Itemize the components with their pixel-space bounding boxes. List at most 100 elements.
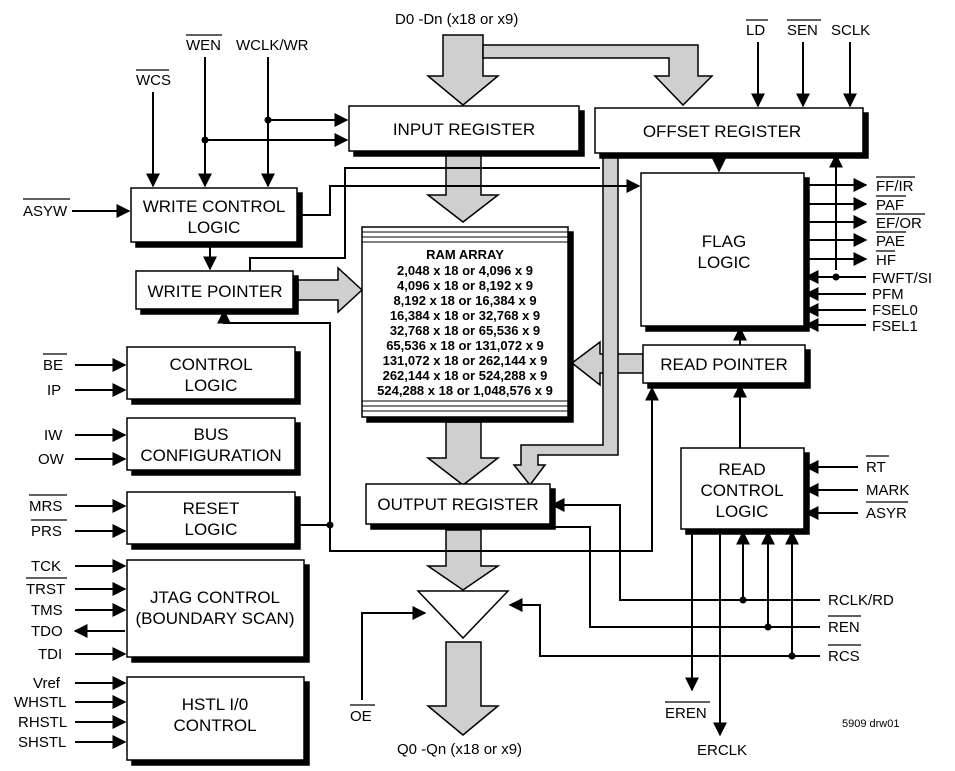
control-logic-box <box>126 346 296 400</box>
offset-register-box <box>594 107 864 154</box>
reset-logic-label-2: LOGIC <box>185 520 238 539</box>
output-register-label: OUTPUT REGISTER <box>377 495 538 514</box>
sig-sclk: SCLK <box>831 22 870 39</box>
ram-array-line: 16,384 x 18 or 32,768 x 9 <box>390 308 540 323</box>
ram-array-box <box>361 226 569 418</box>
drawing-number: 5909 drw01 <box>842 718 900 730</box>
sig-fsel0: FSEL0 <box>872 302 918 319</box>
ram-array-text: RAM ARRAY 2,048 x 18 or 4,096 x 9 4,096 … <box>377 247 553 398</box>
jtag-label-1: JTAG CONTROL <box>150 588 280 607</box>
flag-logic-label-2: LOGIC <box>698 253 751 272</box>
output-register-box <box>365 483 551 525</box>
sig-eren: EREN <box>665 705 707 722</box>
hstl-label-2: CONTROL <box>173 716 256 735</box>
input-register-box <box>348 105 580 152</box>
sig-rclk-rd: RCLK/RD <box>828 592 894 609</box>
sig-erclk: ERCLK <box>697 742 747 759</box>
sig-ow: OW <box>38 451 65 468</box>
sig-shstl: SHSTL <box>18 734 66 751</box>
sig-tdi: TDI <box>38 646 62 663</box>
offset-register-label: OFFSET REGISTER <box>643 122 801 141</box>
sig-wen: WEN <box>186 37 221 54</box>
blocks <box>126 105 869 766</box>
sig-wclk-wr: WCLK/WR <box>236 37 309 54</box>
sig-tck: TCK <box>31 558 61 575</box>
sig-rt: RT <box>866 459 886 476</box>
bus-input-to-ram <box>425 152 501 223</box>
block-labels: INPUT REGISTER OFFSET REGISTER WRITE CON… <box>135 120 801 735</box>
sig-pfm: PFM <box>872 286 904 303</box>
sig-mrs: MRS <box>29 498 62 515</box>
sig-be: BE <box>43 357 63 374</box>
sig-tdo: TDO <box>31 623 63 640</box>
jtag-control-box <box>126 559 305 658</box>
sig-ren: REN <box>828 619 860 636</box>
sig-wcs: WCS <box>136 72 171 89</box>
flag-logic-label-1: FLAG <box>702 232 746 251</box>
ram-array-line: 4,096 x 18 or 8,192 x 9 <box>397 278 533 293</box>
bus-configuration-box <box>126 417 296 471</box>
bus-offset-to-output <box>512 154 619 487</box>
sig-rhstl: RHSTL <box>18 714 67 731</box>
ram-array-line: 32,768 x 18 or 65,536 x 9 <box>390 323 540 338</box>
sig-iw: IW <box>44 427 63 444</box>
input-register-label: INPUT REGISTER <box>393 120 535 139</box>
hstl-control-box <box>126 676 305 761</box>
data-out-label: Q0 -Qn (x18 or x9) <box>397 741 522 758</box>
read-control-label-3: LOGIC <box>716 502 769 521</box>
bus-config-label-1: BUS <box>194 425 229 444</box>
sig-trst: TRST <box>26 581 65 598</box>
write-control-box <box>130 187 298 243</box>
sig-sen: SEN <box>787 22 818 39</box>
read-control-label-2: CONTROL <box>700 481 783 500</box>
write-pointer-label: WRITE POINTER <box>147 282 282 301</box>
bus-config-label-2: CONFIGURATION <box>140 446 281 465</box>
sig-pae: PAE <box>876 233 905 250</box>
jtag-label-2: (BOUNDARY SCAN) <box>135 609 294 628</box>
sig-whstl: WHSTL <box>14 694 67 711</box>
ram-array-line: 8,192 x 18 or 16,384 x 9 <box>393 293 536 308</box>
sig-fwft-si: FWFT/SI <box>872 270 932 287</box>
reset-logic-box <box>126 491 296 545</box>
signal-labels: WCS WEN WCLK/WR ASYW LD SEN SCLK FF/IR P… <box>14 22 932 759</box>
reset-logic-label-1: RESET <box>183 499 240 518</box>
sig-tms: TMS <box>31 602 63 619</box>
data-buses <box>297 34 714 736</box>
sig-mark: MARK <box>866 482 909 499</box>
ram-array-line: 2,048 x 18 or 4,096 x 9 <box>397 263 533 278</box>
sig-hf: HF <box>876 252 896 269</box>
ram-array-line: 65,536 x 18 or 131,072 x 9 <box>386 338 544 353</box>
read-control-label-1: READ <box>718 460 765 479</box>
ram-array-line: 524,288 x 18 or 1,048,576 x 9 <box>377 383 553 398</box>
sig-prs: PRS <box>31 523 62 540</box>
data-in-label: D0 -Dn (x18 or x9) <box>395 11 518 28</box>
ram-array-stripes <box>362 231 568 412</box>
sig-ff-ir: FF/IR <box>876 178 914 195</box>
ram-array-line: 131,072 x 18 or 262,144 x 9 <box>383 353 548 368</box>
write-control-label-2: LOGIC <box>188 218 241 237</box>
sig-ld: LD <box>746 22 765 39</box>
bus-d-to-input <box>425 34 501 106</box>
control-lines <box>72 42 868 749</box>
sig-paf: PAF <box>876 197 904 214</box>
sig-ef-or: EF/OR <box>876 215 922 232</box>
bus-d-to-offset <box>482 44 714 107</box>
sig-fsel1: FSEL1 <box>872 318 918 335</box>
ram-array-title: RAM ARRAY <box>426 247 504 262</box>
bus-output-to-buffer <box>425 529 501 591</box>
overbars <box>23 19 925 706</box>
sig-ip: IP <box>47 382 61 399</box>
sig-asyr: ASYR <box>866 505 907 522</box>
sig-rcs: RCS <box>828 648 860 665</box>
write-pointer-box <box>135 270 294 310</box>
bus-buffer-to-q <box>425 641 501 736</box>
control-logic-label-2: LOGIC <box>185 376 238 395</box>
flag-logic-box <box>640 172 805 327</box>
output-buffer-triangle <box>416 590 510 640</box>
ram-array-line: 262,144 x 18 or 524,288 x 9 <box>383 368 548 383</box>
sig-oe: OE <box>350 708 372 725</box>
hstl-label-1: HSTL I/0 <box>182 695 248 714</box>
read-pointer-box <box>642 344 806 384</box>
sig-vref: Vref <box>33 675 61 692</box>
